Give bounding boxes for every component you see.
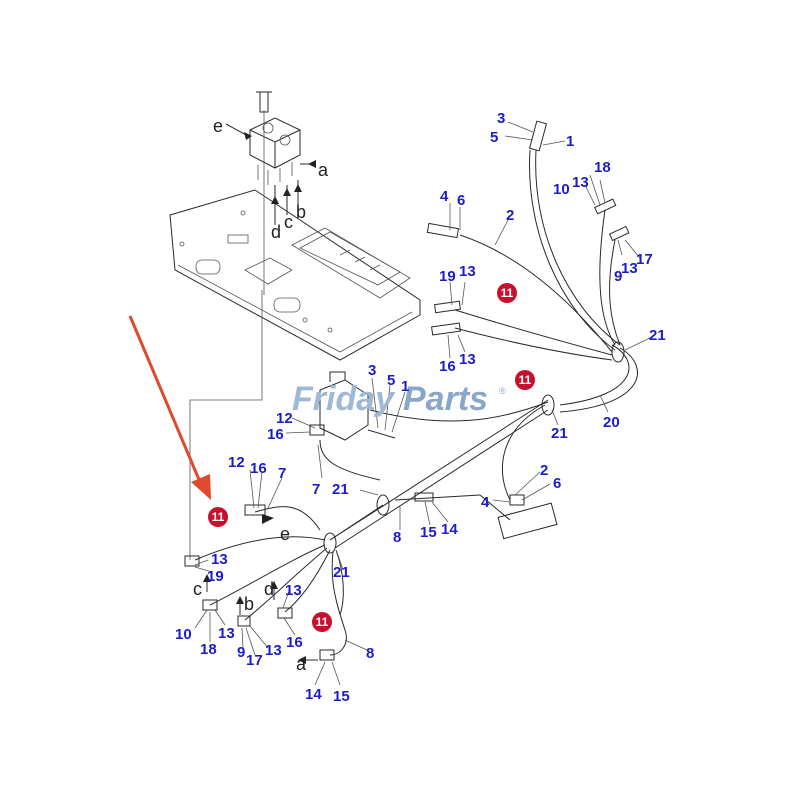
block-valve	[319, 371, 396, 441]
callout-badge-3: 11	[208, 507, 228, 527]
callout-10: 10	[553, 181, 570, 198]
callout-16: 16	[439, 358, 456, 375]
callout-1: 1	[401, 378, 409, 395]
letter-e-bottom: e	[280, 524, 290, 544]
callout-6: 6	[553, 475, 561, 492]
direction-arrows	[203, 132, 318, 664]
floor-plate	[169, 189, 421, 361]
callout-13: 13	[285, 582, 302, 599]
callout-21: 21	[332, 481, 349, 498]
callout-18: 18	[594, 159, 611, 176]
callout-4: 4	[481, 494, 490, 511]
letter-d-bottom: d	[264, 579, 274, 599]
part-callouts: 3 5 1 18 13 10 4 6 2 17 13 9 19 13 21 16…	[175, 110, 666, 705]
right-harness	[329, 149, 638, 549]
letter-d-top: d	[271, 222, 281, 242]
callout-18: 18	[200, 641, 217, 658]
callout-15: 15	[420, 524, 437, 541]
callout-13: 13	[459, 351, 476, 368]
callout-19: 19	[207, 568, 224, 585]
callout-13: 13	[218, 625, 235, 642]
callout-8: 8	[366, 645, 374, 662]
callout-19: 19	[439, 268, 456, 285]
red-pointer-arrow	[128, 315, 211, 500]
svg-text:11: 11	[212, 510, 225, 524]
callout-12: 12	[276, 410, 293, 427]
fittings	[184, 120, 630, 661]
callout-7: 7	[278, 465, 286, 482]
letter-c-top: c	[284, 212, 293, 232]
svg-text:11: 11	[501, 286, 514, 300]
svg-text:Parts: Parts	[403, 380, 488, 418]
left-harness	[194, 439, 558, 656]
callout-4: 4	[440, 188, 449, 205]
callout-5: 5	[387, 372, 395, 389]
callout-14: 14	[441, 521, 458, 538]
callout-1: 1	[566, 133, 574, 150]
callout-14: 14	[305, 686, 322, 703]
callout-13: 13	[459, 263, 476, 280]
callout-8: 8	[393, 529, 401, 546]
callout-2: 2	[540, 462, 548, 479]
svg-text:11: 11	[316, 615, 329, 629]
svg-text:11: 11	[519, 373, 532, 387]
callout-16: 16	[250, 460, 267, 477]
connection-letters: e a b c d e c b d a	[193, 116, 329, 674]
callout-13: 13	[621, 260, 638, 277]
callout-21: 21	[649, 327, 666, 344]
letter-c-bottom: c	[193, 579, 202, 599]
ppc-valve	[189, 91, 316, 560]
callout-16: 16	[267, 426, 284, 443]
callout-9: 9	[237, 644, 245, 661]
leader-lines	[194, 121, 653, 686]
callout-6: 6	[457, 192, 465, 209]
callout-21: 21	[551, 425, 568, 442]
callout-9: 9	[614, 268, 622, 285]
callout-badge-2: 11	[515, 370, 535, 390]
callout-12: 12	[228, 454, 245, 471]
callout-13: 13	[211, 551, 228, 568]
letter-b-bottom: b	[244, 594, 254, 614]
callout-badge-4: 11	[312, 612, 332, 632]
callout-7: 7	[312, 481, 320, 498]
callout-21: 21	[333, 564, 350, 581]
callout-16: 16	[286, 634, 303, 651]
letter-e-top: e	[213, 116, 223, 136]
callout-20: 20	[603, 414, 620, 431]
callout-2: 2	[506, 207, 514, 224]
letter-a-top: a	[318, 160, 329, 180]
callout-3: 3	[368, 362, 376, 379]
watermark-logo: Friday Parts ®	[292, 380, 506, 418]
callout-17: 17	[246, 652, 263, 669]
callout-badge-1: 11	[497, 283, 517, 303]
callout-5: 5	[490, 129, 498, 146]
svg-text:®: ®	[499, 386, 506, 396]
callout-15: 15	[333, 688, 350, 705]
letter-a-bottom: a	[296, 654, 307, 674]
callout-17: 17	[636, 251, 653, 268]
callout-13: 13	[572, 174, 589, 191]
letter-b-top: b	[296, 202, 306, 222]
svg-text:Friday: Friday	[292, 380, 396, 418]
callout-10: 10	[175, 626, 192, 643]
callout-3: 3	[497, 110, 505, 127]
callout-13: 13	[265, 642, 282, 659]
